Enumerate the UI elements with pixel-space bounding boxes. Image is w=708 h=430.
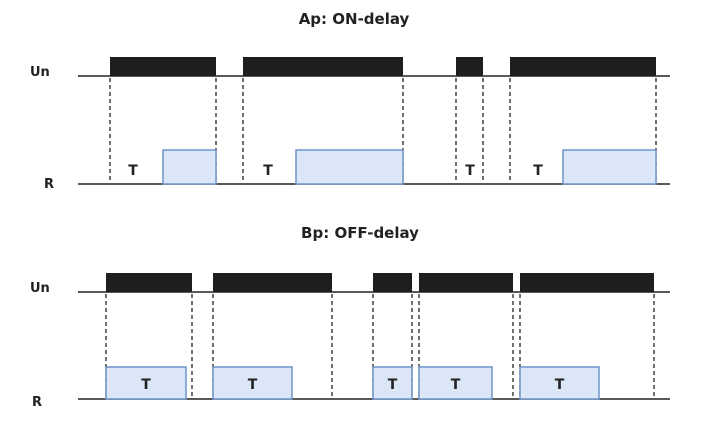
on-delay-title: Ap: ON-delay xyxy=(299,10,410,28)
on-delay-diagram: Ap: ON-delay Un R T T T T xyxy=(30,10,670,192)
r-label: R xyxy=(44,177,54,192)
relay-pulse-0 xyxy=(105,366,187,400)
delay-label-1: T xyxy=(263,163,273,179)
relay-pulse-2 xyxy=(562,149,657,185)
delay-label-2: T xyxy=(465,163,475,179)
un-pulse-3 xyxy=(419,273,513,292)
relay-signal xyxy=(162,149,657,185)
r-label: R xyxy=(32,395,42,410)
relay-delay-label-0: T xyxy=(141,377,151,393)
un-pulse-2 xyxy=(456,57,483,76)
off-delay-title: Bp: OFF-delay xyxy=(301,224,419,242)
un-pulse-4 xyxy=(520,273,654,292)
relay-pulse-4 xyxy=(519,366,600,400)
relay-delay-label-3: T xyxy=(451,377,461,393)
relay-pulse-1 xyxy=(212,366,293,400)
relay-delay-label-2: T xyxy=(388,377,398,393)
delay-label-3: T xyxy=(533,163,543,179)
un-pulse-2 xyxy=(373,273,412,292)
relay-pulse-2 xyxy=(372,366,413,400)
relay-pulse-1 xyxy=(295,149,404,185)
relay-pulse-3 xyxy=(418,366,493,400)
relay-delay-label-1: T xyxy=(248,377,258,393)
delay-label-0: T xyxy=(128,163,138,179)
off-delay-diagram: Bp: OFF-delay Un R T T T T T xyxy=(30,224,670,410)
un-pulse-0 xyxy=(110,57,216,76)
un-pulse-1 xyxy=(213,273,332,292)
un-signal xyxy=(106,273,654,292)
un-label: Un xyxy=(30,65,50,80)
un-signal xyxy=(110,57,656,76)
un-pulse-0 xyxy=(106,273,192,292)
un-label: Un xyxy=(30,281,50,296)
un-pulse-3 xyxy=(510,57,656,76)
un-pulse-1 xyxy=(243,57,403,76)
relay-pulse-0 xyxy=(162,149,217,185)
relay-delay-label-4: T xyxy=(555,377,565,393)
